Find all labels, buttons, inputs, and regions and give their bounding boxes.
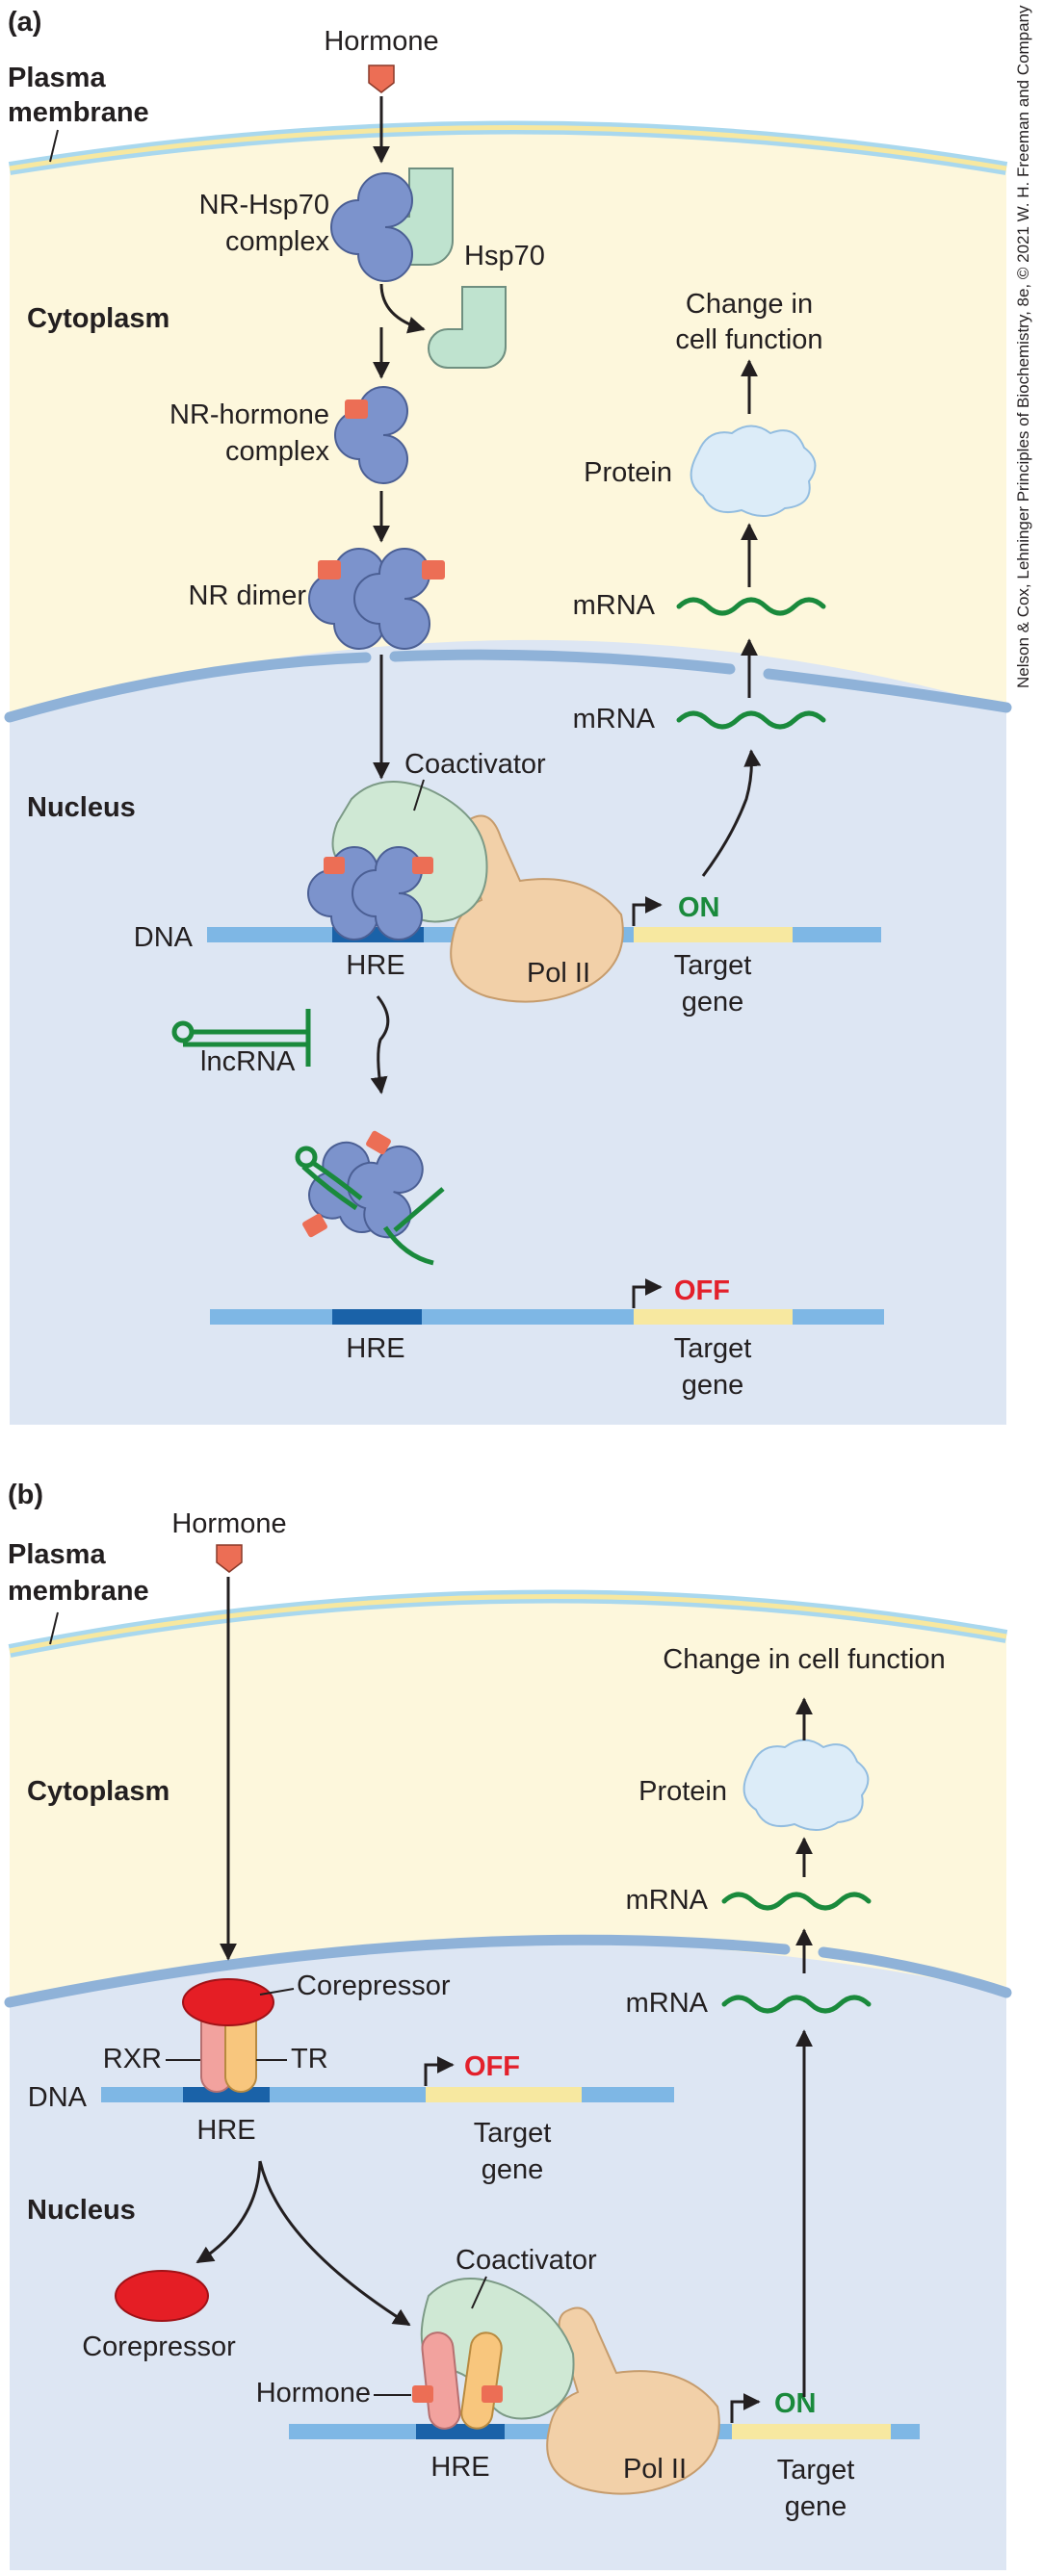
nuclear-receptor-icon [330,171,414,283]
hre-label-b: HRE [196,2115,255,2146]
target-gene-segment-a-off [634,1309,793,1325]
transcription-start-arrow-b2 [730,2393,761,2423]
lncrna-bound-receptor-icon [295,1130,445,1266]
mrna-cytoplasm-label-a: mRNA [573,590,656,621]
rxr-label: RXR [103,2044,162,2074]
plasma-membrane-label-b-2: membrane [8,1576,149,1607]
pol2-icon-b [546,2306,720,2495]
protein-label-b: Protein [638,1776,727,1807]
target-gene-label-b-1: Target [474,2118,552,2149]
pol2-label-b: Pol II [623,2454,687,2485]
hormone-label-b: Hormone [171,1508,286,1539]
plasma-membrane-label-b-1: Plasma [8,1539,106,1570]
nucleus-region-a [10,639,1006,1425]
nucleus-label-b: Nucleus [27,2195,136,2226]
hre-segment-a-off [332,1309,422,1325]
nr-hsp70-label-1: NR-Hsp70 [199,190,329,220]
change-label-a-2: cell function [675,324,822,355]
target-gene-label-a-1: Target [674,950,752,981]
plasma-membrane-label-a-1: Plasma [8,63,106,93]
nr-hormone-label-2: complex [225,436,329,467]
nucleus-label-a: Nucleus [27,792,136,823]
coactivator-label-b: Coactivator [456,2245,597,2276]
hormone-bound-label: Hormone [256,2378,371,2409]
protein-icon-a [690,425,817,517]
target-gene-label-a2-1: Target [674,1333,752,1364]
bound-hormone-icon-b2 [482,2385,503,2403]
protein-icon-b [742,1739,870,1831]
dna-label-a: DNA [134,922,194,953]
target-gene-label-a-2: gene [682,987,744,1018]
rxr-active-icon [421,2331,461,2430]
dna-label-b: DNA [28,2082,88,2113]
transcription-start-arrow-a-off [632,1278,663,1308]
plasma-membrane-label-a-2: membrane [8,97,149,128]
cytoplasm-label-b: Cytoplasm [27,1776,169,1807]
corepressor-icon [182,1978,274,2026]
nr-dimer-label: NR dimer [189,580,307,611]
mrna-cytoplasm-icon-a [676,597,826,616]
hre-label-a: HRE [346,950,404,981]
transcription-start-arrow-b [424,2056,455,2086]
target-gene-label-b2-2: gene [785,2491,847,2522]
mrna-nucleus-icon-a [676,710,826,730]
panel-b-tag: (b) [8,1480,43,1510]
lncrna-icon-a [171,1009,311,1067]
change-label-b: Change in cell function [663,1644,945,1675]
bound-hormone-icon [345,399,368,419]
mrna-cytoplasm-label-b: mRNA [626,1885,709,1916]
hre-segment-b2 [416,2424,505,2439]
nuclear-envelope-b [4,1934,791,2008]
hsp70-released-icon [428,286,507,369]
mrna-nucleus-label-b: mRNA [626,1988,709,2019]
off-label-b: OFF [464,2051,520,2082]
credit-line: Nelson & Cox, Lehninger Principles of Bi… [1014,5,1032,688]
hormone-icon-b [216,1544,243,1573]
change-label-a-1: Change in [686,289,813,320]
panel-a-tag: (a) [8,7,41,38]
lncrna-label: lncRNA [200,1046,296,1077]
cytoplasm-label-a: Cytoplasm [27,303,169,334]
hormone-label-a: Hormone [324,26,438,57]
nr-hormone-label-1: NR-hormone [169,399,329,430]
hre-label-b2: HRE [430,2452,489,2483]
bound-hormone-icon-b1 [412,2385,433,2403]
on-label-a: ON [678,892,720,923]
corepressor-label: Corepressor [297,1971,451,2001]
protein-label-a: Protein [584,457,672,488]
nr-dimer-icon [308,547,445,651]
nr-hsp70-label-2: complex [225,226,329,257]
pol2-label-a: Pol II [527,958,590,989]
on-label-b: ON [774,2388,817,2419]
transcription-start-arrow-a [632,896,663,926]
released-corepressor-icon [115,2270,209,2322]
nr-dimer-on-dna-icon [307,845,433,941]
coactivator-label-a: Coactivator [404,749,546,780]
corepressor-released-label: Corepressor [82,2331,236,2362]
nuclear-envelope-a [4,652,372,723]
mrna-nucleus-icon-b [721,1995,872,2014]
hsp70-label: Hsp70 [464,241,545,271]
target-gene-segment-b2 [732,2424,891,2439]
hormone-icon [368,64,395,93]
target-gene-label-a2-2: gene [682,1370,744,1401]
panel-a: (a) Plasma membrane Cytoplasm Nucleus Ho… [4,7,1012,1425]
target-gene-label-b2-1: Target [777,2455,855,2486]
tr-label: TR [291,2044,328,2074]
mrna-cytoplasm-icon-b [721,1892,872,1911]
tr-active-icon [460,2331,503,2430]
off-label-a: OFF [674,1275,730,1306]
panel-b: (b) Plasma membrane Cytoplasm Nucleus Ho… [4,1480,1012,2570]
target-gene-segment-b [426,2087,582,2102]
mrna-nucleus-label-a: mRNA [573,704,656,734]
target-gene-segment-a [634,927,793,942]
hre-label-a-off: HRE [346,1333,404,1364]
target-gene-label-b-2: gene [482,2154,544,2185]
